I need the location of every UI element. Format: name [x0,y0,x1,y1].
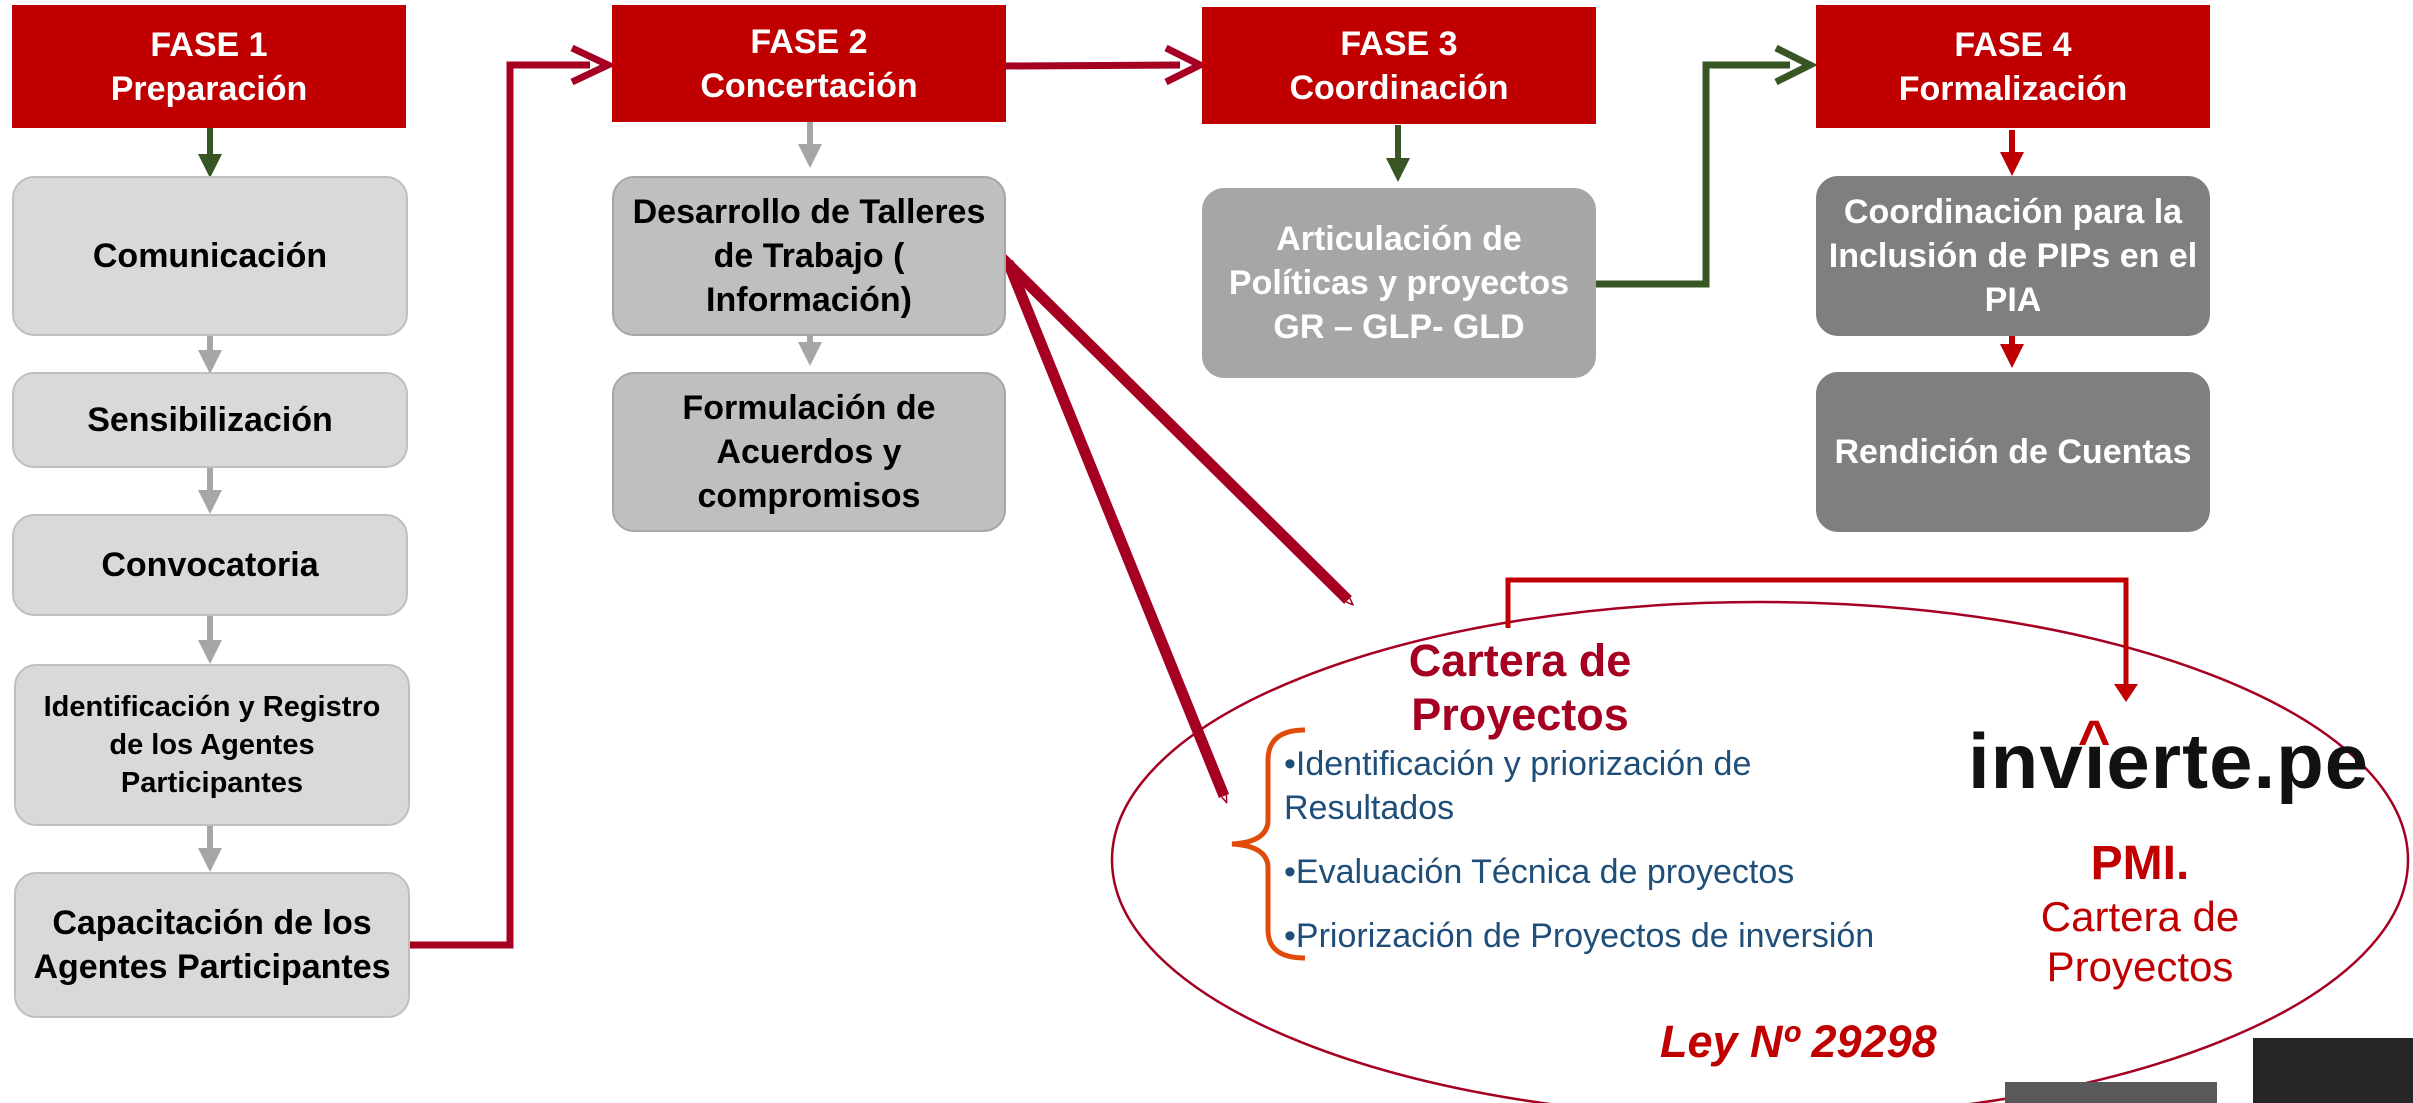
bullets-brace [1231,727,1306,961]
chevron-up-icon: ^ [2077,708,2112,771]
step-rendicion-cuentas-label: Rendición de Cuentas [1834,433,2192,471]
phase-3-subtitle: Coordinación [1289,68,1509,107]
arrow-articulacion-to-phase4 [1596,61,1790,288]
pmi-block: PMI. Cartera de Proyectos [1990,836,2290,992]
step-desarrollo-talleres-label: Desarrollo de Talleres de Trabajo ( Info… [632,193,986,319]
arrow-phase2-to-phase3 [1005,61,1181,70]
step-articulacion-politicas: Articulación de Políticas y proyectos GR… [1202,188,1596,378]
step-coordinacion-inclusion: Coordinación para la Inclusión de PIPs e… [1816,176,2210,336]
phase-4-header: FASE 4 Formalización [1816,5,2210,128]
corner-block-black [2253,1038,2413,1103]
arrow-desarrollo-to-cartera [998,254,1348,600]
law-reference: Ley Nº 29298 [1660,1016,1937,1067]
corner-block-gray [2005,1082,2217,1103]
phase-1-title: FASE 1 [150,25,268,64]
step-comunicacion-label: Comunicación [92,237,328,275]
invierte-pe-logo: invı^erte.pe [1968,708,2370,807]
step-formulacion-acuerdos: Formulación de Acuerdos y compromisos [612,372,1006,532]
cartera-title: Cartera de Proyectos [1408,635,1632,740]
phase-2-title: FASE 2 [750,22,868,61]
connector-cartera-to-invierte [1505,577,2129,688]
step-formulacion-acuerdos-label: Formulación de Acuerdos y compromisos [682,389,936,515]
step-sensibilizacion-label: Sensibilización [87,401,333,439]
step-capacitacion-label: Capacitación de los Agentes Participante… [33,904,391,986]
arrow-capacitacion-to-phase2 [410,61,590,949]
step-convocatoria: Convocatoria [12,514,408,616]
bullet-priorizacion: •Priorización de Proyectos de inversión [1284,917,1875,955]
step-identificacion-registro: Identificación y Registro de los Agentes… [14,664,410,826]
invierte-logo-text-start: inv [1968,717,2084,805]
step-rendicion-cuentas: Rendición de Cuentas [1816,372,2210,532]
invierte-logo-i: ı^ [2077,708,2112,805]
step-convocatoria-label: Convocatoria [101,546,319,584]
phase-3-header: FASE 3 Coordinación [1202,7,1596,124]
pmi-subtitle: Cartera de Proyectos [2040,893,2240,990]
bullet-evaluacion: •Evaluación Técnica de proyectos [1284,853,1795,891]
phase-2-subtitle: Concertación [700,66,918,105]
arrow-desarrollo-to-bullets [1002,259,1230,796]
invierte-logo-text-end: erte.pe [2106,717,2370,805]
phase-1-header: FASE 1 Preparación [12,5,406,128]
cartera-ellipse [1110,600,2410,1103]
phase-2-header: FASE 2 Concertación [612,5,1006,122]
step-desarrollo-talleres: Desarrollo de Talleres de Trabajo ( Info… [612,176,1006,336]
pmi-title: PMI. [2090,837,2190,890]
step-identificacion-registro-label: Identificación y Registro de los Agentes… [43,691,381,799]
step-sensibilizacion: Sensibilización [12,372,408,468]
phase-4-subtitle: Formalización [1898,69,2128,108]
cartera-bullets: •Identificación y priorización de Result… [1284,742,1964,958]
phase-1-subtitle: Preparación [110,69,308,108]
bullet-identificacion: •Identificación y priorización de Result… [1284,745,1752,827]
step-articulacion-politicas-label: Articulación de Políticas y proyectos GR… [1228,220,1570,346]
phase-4-title: FASE 4 [1954,25,2072,64]
phase-3-title: FASE 3 [1340,24,1458,63]
step-coordinacion-inclusion-label: Coordinación para la Inclusión de PIPs e… [1828,193,2198,319]
step-capacitacion: Capacitación de los Agentes Participante… [14,872,410,1018]
step-comunicacion: Comunicación [12,176,408,336]
